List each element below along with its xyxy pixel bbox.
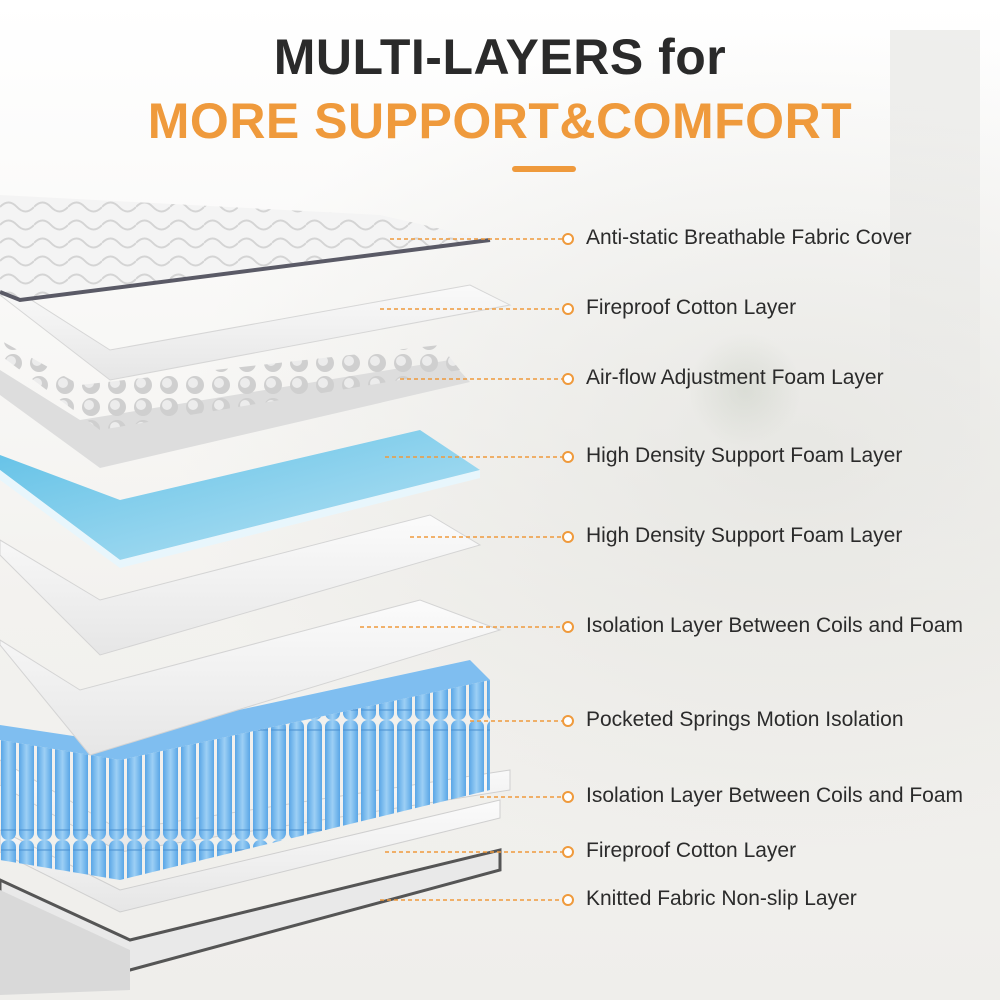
title-underline [512,166,576,172]
layer-hd-foam-2 [0,514,482,656]
background-window [890,30,980,590]
callout-label-2: Fireproof Cotton Layer [586,296,797,319]
callout-label-1: Anti-static Breathable Fabric Cover [586,226,912,249]
layer-fabric-cover [0,195,491,303]
callout-dot-6 [562,621,574,633]
callout-dot-10 [562,894,574,906]
layer-knitted-fabric [0,848,502,995]
callout-dot-4 [562,451,574,463]
layer-airflow-foam [0,340,470,468]
callout-label-4: High Density Support Foam Layer [586,444,903,467]
callout-label-6: Isolation Layer Between Coils and Foam [586,614,964,637]
layer-isolation-upper [0,599,502,756]
leader-lines [360,238,564,901]
title-line-2: MORE SUPPORT&COMFORT [147,93,853,149]
callout-dot-9 [562,846,574,858]
callout-dot-3 [562,373,574,385]
callout-dot-5 [562,531,574,543]
callout-dot-7 [562,715,574,727]
layer-fireproof-upper [0,279,512,381]
layer-hd-foam-1 [0,430,480,568]
background-plant [690,330,800,450]
title-line-1: MULTI-LAYERS for [273,29,727,85]
callout-dot-8 [562,791,574,803]
layer-pocketed-springs [0,660,490,880]
callout-label-9: Fireproof Cotton Layer [586,839,797,862]
callout-label-3: Air-flow Adjustment Foam Layer [586,366,884,389]
callout-label-10: Knitted Fabric Non-slip Layer [586,887,857,910]
callout-dot-2 [562,303,574,315]
layer-fireproof-lower [0,799,501,913]
callout-label-7: Pocketed Springs Motion Isolation [586,708,904,731]
callout-dot-1 [562,233,574,245]
callout-label-8: Isolation Layer Between Coils and Foam [586,784,964,807]
callout-label-5: High Density Support Foam Layer [586,524,903,547]
